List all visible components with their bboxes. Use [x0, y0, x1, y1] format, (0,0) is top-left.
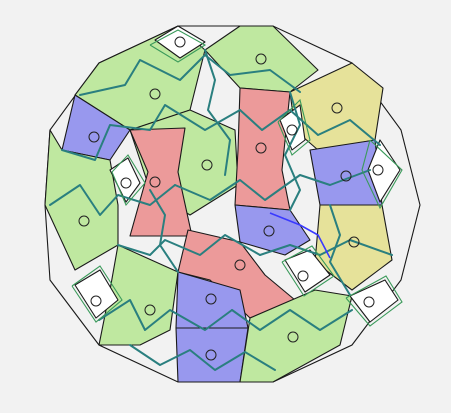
tile-blue[interactable]	[175, 327, 249, 383]
circle-marker-icon	[340, 170, 352, 182]
interlace-line	[277, 98, 311, 156]
girih-strap	[174, 169, 371, 201]
tile-white[interactable]	[279, 104, 306, 151]
circle-marker-icon	[263, 225, 275, 237]
girih-strap	[231, 309, 353, 331]
hint-path-icon	[269, 212, 331, 259]
circle-marker-icon	[201, 159, 213, 171]
circle-marker-icon	[90, 295, 102, 307]
circle-marker-icon	[174, 36, 186, 48]
girih-strap	[204, 49, 231, 176]
girih-strap	[61, 104, 241, 161]
girih-strap	[239, 109, 381, 146]
circle-marker-icon	[255, 53, 267, 65]
circle-marker-icon	[120, 177, 132, 189]
girih-strap	[98, 299, 233, 331]
tile-white[interactable]	[367, 139, 401, 203]
circle-marker-icon	[234, 259, 246, 271]
circle-marker-icon	[348, 236, 360, 248]
circle-marker-icon	[372, 164, 384, 176]
interlace-line	[111, 154, 146, 207]
circle-marker-icon	[149, 176, 161, 188]
circle-marker-icon	[297, 270, 309, 282]
girih-strap	[149, 189, 179, 273]
circle-marker-icon	[286, 124, 298, 136]
girih-strap	[284, 91, 301, 211]
tile-white[interactable]	[74, 269, 119, 319]
interlace-line	[345, 275, 403, 327]
tile-white[interactable]	[284, 249, 331, 293]
girih-strap	[117, 234, 261, 256]
girih-strap	[49, 184, 176, 216]
tile-white[interactable]	[154, 25, 206, 59]
tile-green[interactable]	[204, 25, 319, 93]
circle-marker-icon	[144, 304, 156, 316]
interlace-line	[361, 139, 403, 210]
interlace-line	[149, 29, 207, 63]
tile-red[interactable]	[234, 87, 291, 211]
interlace-line	[71, 265, 123, 323]
girih-strap	[79, 54, 301, 96]
circle-marker-icon	[287, 331, 299, 343]
circle-marker-icon	[205, 293, 217, 305]
tile-green[interactable]	[239, 289, 353, 383]
girih-strap	[259, 239, 393, 256]
circle-marker-icon	[255, 142, 267, 154]
interlace-line	[281, 245, 335, 297]
circle-marker-icon	[88, 131, 100, 143]
circle-marker-icon	[331, 102, 343, 114]
girih-strap	[129, 344, 276, 371]
circle-marker-icon	[363, 296, 375, 308]
circle-marker-icon	[149, 88, 161, 100]
girih-strap	[329, 204, 351, 296]
circle-marker-icon	[205, 349, 217, 361]
circle-marker-icon	[78, 215, 90, 227]
